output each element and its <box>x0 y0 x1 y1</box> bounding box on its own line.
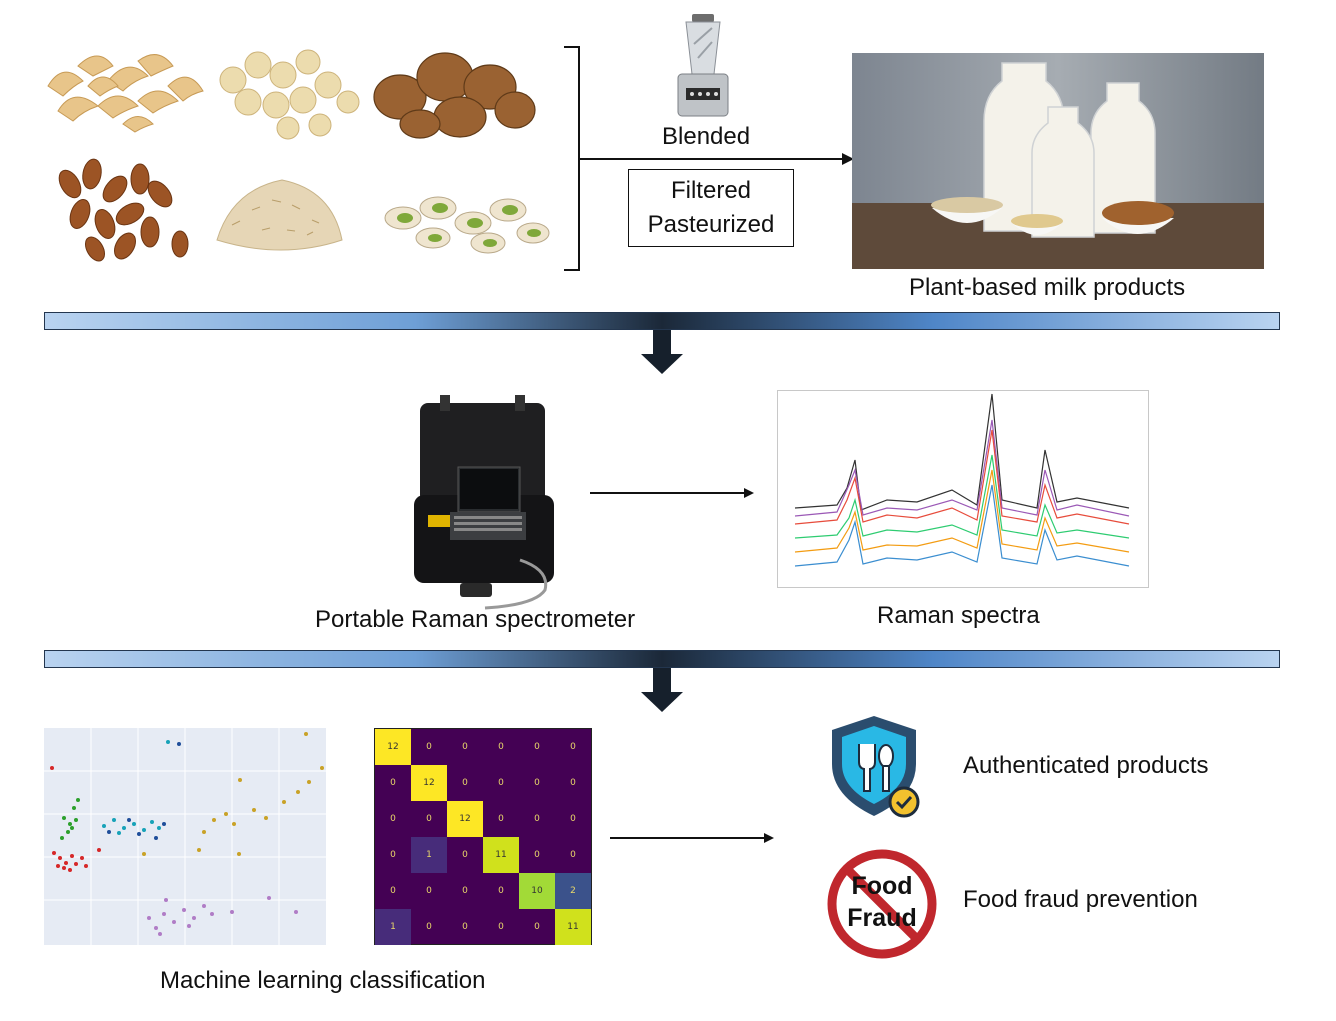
step-filtered-label: Filtered <box>670 177 752 204</box>
blender-icon <box>677 14 729 117</box>
matrix-cell: 0 <box>390 850 396 860</box>
outcome-fraud-prevention: Food fraud prevention <box>963 886 1198 913</box>
food-safety-shield-icon <box>832 716 920 818</box>
section-divider-bar-2 <box>44 650 1280 668</box>
down-arrow-icon <box>641 330 683 374</box>
bracket-arrow-connector <box>564 46 854 271</box>
plant-milk-caption: Plant-based milk products <box>909 274 1186 301</box>
matrix-cell: 0 <box>570 742 576 752</box>
matrix-cell: 0 <box>426 814 432 824</box>
matrix-cell: 0 <box>534 814 540 824</box>
matrix-cell: 2 <box>555 873 591 909</box>
matrix-cell: 0 <box>426 886 432 896</box>
matrix-cell: 0 <box>534 850 540 860</box>
matrix-cell: 0 <box>570 850 576 860</box>
matrix-cell: 12 <box>447 801 483 837</box>
matrix-cell: 0 <box>498 778 504 788</box>
fraud-sign-text-2: Fraud <box>847 904 917 932</box>
matrix-cell: 0 <box>462 922 468 932</box>
food-fraud-prohibit-icon: Food Fraud <box>826 848 938 960</box>
matrix-cell: 0 <box>390 886 396 896</box>
matrix-cell: 11 <box>555 909 591 945</box>
matrix-cell: 0 <box>498 742 504 752</box>
almond-image <box>58 158 189 262</box>
pistachio-image <box>384 196 550 254</box>
step-blended-label: Blended <box>662 123 751 150</box>
ml-to-outcome-arrow <box>610 833 774 843</box>
walnut-image <box>373 52 536 139</box>
step-pasteurized-label: Pasteurized <box>647 211 775 238</box>
matrix-cell: 0 <box>426 742 432 752</box>
outcome-authenticated: Authenticated products <box>963 752 1209 779</box>
matrix-cell: 0 <box>498 922 504 932</box>
matrix-cell: 0 <box>462 778 468 788</box>
matrix-cell: 10 <box>519 873 555 909</box>
matrix-cell: 0 <box>534 742 540 752</box>
matrix-cell: 0 <box>534 922 540 932</box>
fraud-sign-text-1: Food <box>851 872 913 900</box>
matrix-cell: 0 <box>498 886 504 896</box>
matrix-cell: 0 <box>426 922 432 932</box>
plant-milk-photo <box>852 53 1264 269</box>
matrix-cell: 0 <box>462 850 468 860</box>
matrix-cell: 1 <box>411 837 447 873</box>
spectra-caption: Raman spectra <box>877 602 1040 629</box>
matrix-cell: 0 <box>390 814 396 824</box>
matrix-cell: 1 <box>375 909 411 945</box>
spectrometer-caption: Portable Raman spectrometer <box>315 606 636 633</box>
down-arrow-icon-2 <box>641 668 683 712</box>
matrix-cell: 0 <box>534 778 540 788</box>
cashew-image <box>47 54 204 133</box>
macadamia-image <box>219 49 360 140</box>
spectrometer-to-spectra-arrow <box>590 488 754 498</box>
step-filter-pasteurize-box: Filtered Pasteurized <box>628 169 794 247</box>
section-divider-bar <box>44 312 1280 330</box>
matrix-cell: 12 <box>375 729 411 765</box>
ingredient-photos <box>28 36 550 272</box>
oat-image <box>216 179 343 251</box>
matrix-cell: 0 <box>390 778 396 788</box>
matrix-cell: 0 <box>462 742 468 752</box>
matrix-cell: 0 <box>498 814 504 824</box>
raman-spectrometer-photo <box>414 395 554 610</box>
confusion-matrix: 12 0 0 0 0 0 0 12 0 0 0 0 0 0 12 0 0 0 0… <box>374 728 592 945</box>
ml-caption: Machine learning classification <box>160 967 486 994</box>
raman-spectra-plot <box>777 390 1149 588</box>
matrix-cell: 0 <box>462 886 468 896</box>
matrix-cell: 12 <box>411 765 447 801</box>
matrix-cell: 0 <box>570 814 576 824</box>
matrix-cell: 0 <box>570 778 576 788</box>
matrix-cell: 11 <box>483 837 519 873</box>
classification-scatter-plot <box>44 728 326 945</box>
